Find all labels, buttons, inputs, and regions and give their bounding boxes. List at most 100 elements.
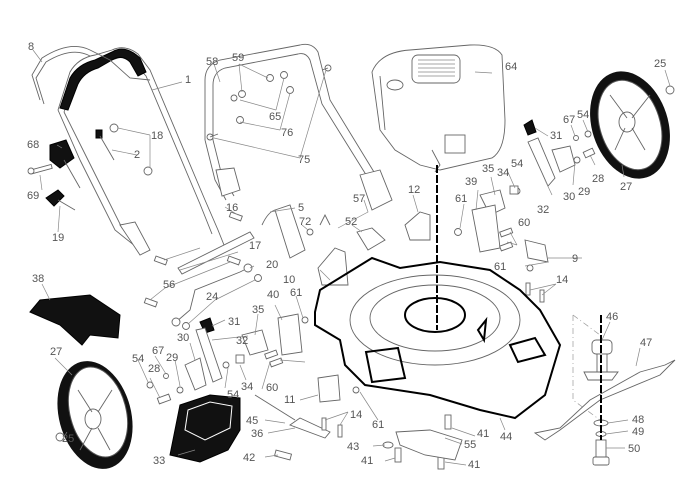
deflector-52[interactable] bbox=[356, 227, 386, 251]
label-30: 30 bbox=[563, 191, 575, 203]
mower-blade[interactable] bbox=[533, 359, 676, 441]
bolt-41b bbox=[444, 414, 452, 430]
label-48: 48 bbox=[632, 414, 644, 426]
bolt-60d bbox=[269, 357, 284, 368]
label-17: 17 bbox=[249, 240, 261, 252]
label-30-left: 30 bbox=[177, 332, 189, 344]
bolt-28-right bbox=[582, 147, 596, 159]
label-16: 16 bbox=[226, 202, 238, 214]
label-5: 5 bbox=[298, 202, 304, 214]
bolt-56b bbox=[143, 297, 158, 308]
spring-42 bbox=[273, 449, 293, 461]
bolt-28-left bbox=[156, 393, 172, 405]
throttle-control[interactable] bbox=[49, 139, 81, 189]
label-25: 25 bbox=[654, 58, 666, 70]
label-28: 28 bbox=[592, 173, 604, 185]
washer-59a bbox=[266, 74, 274, 82]
label-14-left: 14 bbox=[350, 409, 362, 421]
label-29-left: 29 bbox=[166, 352, 178, 364]
label-14: 14 bbox=[556, 274, 568, 286]
bolt-16b bbox=[153, 255, 168, 266]
label-20: 20 bbox=[266, 259, 278, 271]
label-31: 31 bbox=[550, 130, 562, 142]
label-68: 68 bbox=[27, 139, 39, 151]
engine[interactable] bbox=[371, 44, 506, 173]
label-65: 65 bbox=[269, 111, 281, 123]
label-67: 67 bbox=[563, 114, 575, 126]
bracket-9[interactable] bbox=[524, 239, 549, 263]
label-35: 35 bbox=[482, 163, 494, 175]
nut-65b bbox=[230, 94, 238, 102]
nut-61a bbox=[454, 228, 462, 236]
nut-61b bbox=[526, 264, 534, 272]
bolt-60b bbox=[499, 241, 514, 252]
label-46: 46 bbox=[606, 311, 618, 323]
label-61-bottom: 61 bbox=[372, 419, 384, 431]
bolt-56a bbox=[226, 255, 241, 266]
bracket-11[interactable] bbox=[317, 374, 341, 403]
bolt-75b bbox=[321, 64, 332, 72]
bolt-14b bbox=[539, 289, 545, 303]
washer-29-right bbox=[573, 156, 581, 164]
bracket-36[interactable] bbox=[289, 417, 331, 439]
label-31-left: 31 bbox=[228, 316, 240, 328]
lower-handle[interactable] bbox=[204, 43, 393, 211]
label-36: 36 bbox=[251, 428, 263, 440]
rear-wheel-left[interactable] bbox=[46, 353, 144, 478]
bolt-14c bbox=[321, 417, 327, 431]
label-38: 38 bbox=[32, 273, 44, 285]
bracket-55[interactable] bbox=[395, 429, 463, 461]
knob-31-right[interactable] bbox=[523, 119, 537, 136]
nut-61c bbox=[301, 316, 309, 324]
leader-lines bbox=[32, 49, 671, 466]
label-56: 56 bbox=[163, 279, 175, 291]
bracket-12[interactable] bbox=[404, 211, 431, 241]
label-54-left: 54 bbox=[132, 353, 144, 365]
cable-tie bbox=[261, 209, 276, 226]
bolt-14a bbox=[525, 282, 531, 296]
plate-40[interactable] bbox=[277, 313, 303, 356]
label-50: 50 bbox=[628, 443, 640, 455]
label-44: 44 bbox=[500, 431, 512, 443]
washer-24a bbox=[254, 274, 262, 282]
rear-flap[interactable] bbox=[169, 394, 241, 463]
label-57: 57 bbox=[353, 193, 365, 205]
label-33: 33 bbox=[153, 455, 165, 467]
label-61-right: 61 bbox=[494, 261, 506, 273]
washer-54-left bbox=[146, 381, 154, 389]
spacer-34-left bbox=[235, 354, 245, 364]
mower-deck[interactable] bbox=[314, 256, 562, 420]
rear-wheel-right[interactable] bbox=[577, 61, 683, 189]
bolt-60c bbox=[264, 349, 279, 360]
bracket-30-right bbox=[551, 145, 576, 173]
label-49: 49 bbox=[632, 426, 644, 438]
label-39: 39 bbox=[465, 176, 477, 188]
upper-handle[interactable] bbox=[57, 47, 227, 256]
label-41-right: 41 bbox=[468, 459, 480, 471]
bail[interactable] bbox=[31, 45, 151, 101]
label-32: 32 bbox=[537, 204, 549, 216]
arm-32-left bbox=[195, 327, 223, 383]
label-58: 58 bbox=[206, 56, 218, 68]
arm-32-right bbox=[527, 137, 556, 187]
bracket-10[interactable] bbox=[317, 247, 349, 286]
bolt-41a bbox=[394, 447, 402, 463]
label-2: 2 bbox=[134, 149, 140, 161]
plate-39[interactable] bbox=[471, 204, 501, 253]
label-19: 19 bbox=[52, 232, 64, 244]
nut-25-right bbox=[665, 85, 675, 95]
rod-17[interactable] bbox=[177, 231, 255, 275]
label-64: 64 bbox=[505, 61, 517, 73]
bracket-30-left bbox=[184, 357, 207, 391]
label-8: 8 bbox=[28, 41, 34, 53]
label-40: 40 bbox=[267, 289, 279, 301]
label-18: 18 bbox=[151, 130, 163, 142]
label-61-center: 61 bbox=[290, 287, 302, 299]
label-42: 42 bbox=[243, 452, 255, 464]
side-discharge-chute[interactable] bbox=[29, 294, 121, 346]
part-labels: 8 1 2 18 68 69 19 58 59 65 76 75 5 72 57… bbox=[27, 41, 666, 471]
handle-knob[interactable] bbox=[45, 189, 76, 211]
label-69: 69 bbox=[27, 190, 39, 202]
link-20[interactable] bbox=[171, 263, 253, 327]
